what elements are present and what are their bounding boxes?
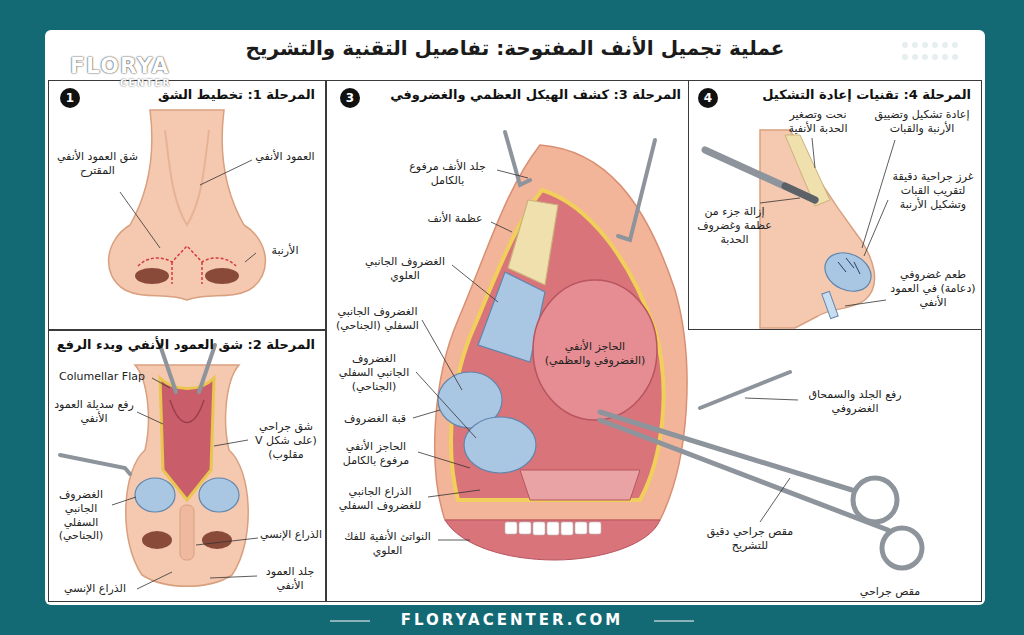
part-label: شق جراحي (على شكل V مقلوب) [250, 420, 322, 461]
part-label: مقص جراحي [850, 585, 930, 599]
part-label: الذراع الإنسي [260, 528, 322, 542]
part-label: الغضروف الجانبي السفلي (الجناحي) [335, 305, 420, 333]
part-label: إعادة تشكيل وتضييق الأرنبة والقبات [868, 108, 976, 136]
part-label: شق العمود الأنفي المقترح [55, 150, 140, 178]
part-label: مقص جراحي دقيق للتشريح [700, 525, 800, 553]
part-label: العمود الأنفي [250, 150, 320, 164]
part-label: النواتئ الأنفية للفك العلوي [340, 530, 435, 558]
part-label: الأرنبة [255, 244, 315, 258]
part-label: الذراع الجانبي للغضروف السفلي [335, 485, 425, 513]
part-label: عظمة الأنف [420, 212, 490, 226]
panel-heading: المرحلة 1: تخطيط الشق [158, 87, 315, 102]
panel-heading: المرحلة 3: كشف الهيكل العظمي والغضروفي [390, 87, 681, 102]
panel-heading: المرحلة 2: شق العمود الأنفي وبدء الرفع [57, 337, 315, 352]
watermark: FLORYA [70, 52, 170, 80]
watermark: CENTER [120, 78, 172, 89]
panel-heading: المرحلة 4: تقنيات إعادة التشكيل [762, 87, 971, 102]
part-label: الذراع الإنسي [55, 582, 135, 596]
part-label: جلد العمود الأنفي [258, 565, 322, 593]
part-label: Columellar Flap [52, 370, 152, 384]
part-label: رفع الجلد والسمحاق الغضروفي [800, 388, 910, 416]
callout-number: 3 [340, 88, 360, 108]
part-label: نحت وتصغير الحدبة الأنفية [778, 108, 858, 136]
part-label: جلد الأنف مرفوع بالكامل [400, 160, 495, 188]
part-label: الحاجز الأنفي مرفوع بالكامل [335, 440, 417, 468]
part-label: غرز جراحية دقيقة لتقريب القبات وتشكيل ال… [888, 170, 978, 211]
part-label: رفع سديلة العمود الأنفي [52, 398, 136, 426]
part-label: طعم غضروفي (دعامة) في العمود الأنفي [888, 268, 978, 309]
stage-panel: المرحلة 3: كشف الهيكل العظمي والغضروفي [326, 80, 982, 602]
callout-number: 1 [60, 88, 80, 108]
part-label: إزالة جزء من عظمة وغضروف الحدبة [692, 205, 777, 246]
title: عملية تجميل الأنف المفتوحة: تفاصيل التقن… [45, 36, 985, 60]
footer-site: FLORYACENTER.COM [312, 611, 712, 630]
part-label: الحاجز الأنفي (الغضروفي والعظمي) [540, 340, 650, 368]
stage-panel: المرحلة 1: تخطيط الشق [48, 80, 326, 330]
part-label: قبة الغضروف [340, 412, 410, 426]
part-label: الغضروف الجانبي السفلي (الجناحي) [50, 488, 112, 543]
part-label: الغضروف الجانبي العلوي [360, 255, 450, 283]
part-label: الغضروف الجانبي السفلي (الجناحي) [335, 352, 413, 393]
callout-number: 4 [698, 88, 718, 108]
